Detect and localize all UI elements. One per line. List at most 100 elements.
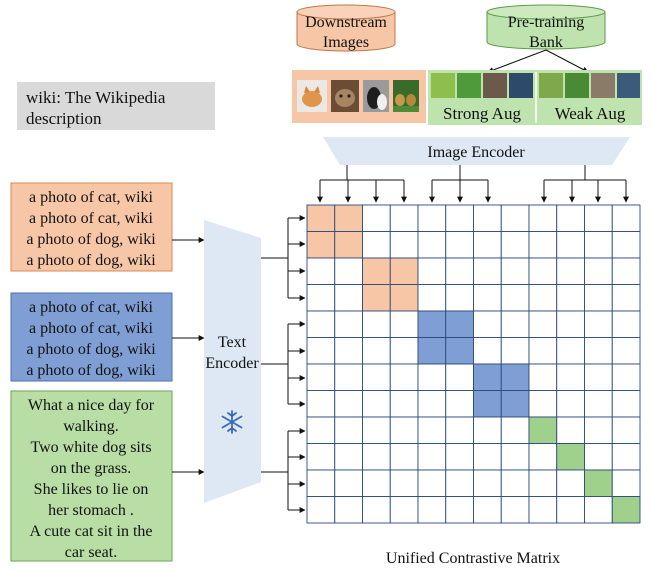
matrix-cell [556, 416, 585, 444]
matrix-cell [445, 390, 474, 418]
matrix-cell [528, 443, 558, 471]
image-encoder-output-arrows [317, 165, 629, 203]
matrix-cell-positive [584, 469, 613, 497]
matrix-cell [417, 416, 447, 444]
text-input-arrows [172, 237, 205, 475]
matrix-cell [445, 204, 474, 232]
matrix-cell [306, 257, 336, 285]
matrix-cell [334, 390, 363, 418]
downstream-images-database: Downstream Images [296, 4, 396, 52]
matrix-cell [417, 469, 447, 497]
green-caption-line: A cute cat sit in the [29, 523, 152, 540]
matrix-cell [584, 310, 613, 338]
matrix-cell [584, 284, 613, 312]
downstream-title-line2: Images [323, 34, 369, 51]
snowflake-icon [221, 410, 243, 434]
matrix-caption: Unified Contrastive Matrix [386, 550, 560, 567]
pretraining-title-line2: Bank [529, 34, 563, 51]
matrix-cell [528, 469, 558, 497]
matrix-cell [417, 443, 447, 471]
matrix-cell-positive [445, 310, 474, 338]
matrix-cell [473, 496, 502, 524]
matrix-cell [445, 443, 474, 471]
matrix-cell [500, 469, 530, 497]
matrix-cell [417, 284, 447, 312]
matrix-cell [334, 443, 363, 471]
green-caption-line: car seat. [65, 544, 117, 561]
matrix-cell [389, 204, 419, 232]
matrix-cell-positive [306, 204, 336, 232]
matrix-cell [417, 231, 447, 259]
blue-caption-line: a photo of cat, wiki [29, 299, 154, 316]
matrix-cell-positive [334, 204, 363, 232]
matrix-cell [417, 390, 447, 418]
matrix-cell [389, 231, 419, 259]
matrix-cell [611, 363, 641, 391]
matrix-cell [306, 337, 336, 365]
matrix-cell [417, 204, 447, 232]
blue-caption-line: a photo of dog, wiki [26, 341, 156, 358]
augmentation-panel: Strong Aug Weak Aug [428, 70, 642, 125]
matrix-cell [362, 469, 391, 497]
matrix-cell [528, 284, 558, 312]
weak-aug-thumbnails [539, 73, 640, 98]
matrix-cell [417, 363, 447, 391]
matrix-cell-positive [473, 390, 502, 418]
matrix-cell [528, 390, 558, 418]
matrix-cell-positive [362, 257, 391, 285]
matrix-cell [584, 231, 613, 259]
matrix-cell [556, 284, 585, 312]
strong-aug-label: Strong Aug [443, 104, 521, 123]
matrix-cell [556, 204, 585, 232]
matrix-cell-positive [334, 231, 363, 259]
matrix-cell [611, 390, 641, 418]
matrix-cell [306, 310, 336, 338]
matrix-cell [611, 284, 641, 312]
matrix-cell [306, 416, 336, 444]
matrix-cell [528, 257, 558, 285]
downstream-image-panel [292, 70, 426, 123]
matrix-cell [611, 310, 641, 338]
matrix-cell [362, 231, 391, 259]
green-caption-line: on the grass. [51, 460, 131, 477]
matrix-cell [584, 390, 613, 418]
green-caption-line: walking. [63, 418, 119, 435]
matrix-cell [528, 310, 558, 338]
matrix-cell [306, 469, 336, 497]
matrix-cell [362, 416, 391, 444]
matrix-cell [445, 496, 474, 524]
matrix-cell [389, 363, 419, 391]
matrix-cell [362, 363, 391, 391]
tabby-cat-photo [331, 80, 359, 112]
matrix-cell [417, 496, 447, 524]
matrix-cell [611, 231, 641, 259]
matrix-cell-positive [389, 257, 419, 285]
matrix-cell [473, 257, 502, 285]
matrix-cell [445, 416, 474, 444]
matrix-cell [556, 390, 585, 418]
matrix-cell [445, 231, 474, 259]
matrix-cell [362, 337, 391, 365]
matrix-cell [584, 496, 613, 524]
matrix-cell [584, 337, 613, 365]
image-encoder: Image Encoder [323, 137, 630, 165]
weak-aug-label: Weak Aug [555, 104, 626, 123]
matrix-cell [556, 257, 585, 285]
matrix-cell [584, 416, 613, 444]
matrix-cell-positive [611, 496, 641, 524]
matrix-cell [334, 310, 363, 338]
matrix-cell [473, 469, 502, 497]
matrix-cell [445, 284, 474, 312]
matrix-cell [362, 204, 391, 232]
matrix-cell [473, 284, 502, 312]
matrix-cell [500, 496, 530, 524]
matrix-cell-positive [389, 284, 419, 312]
matrix-cell [306, 284, 336, 312]
matrix-cell [500, 284, 530, 312]
green-caption-line: her stomach . [48, 502, 134, 519]
matrix-cell-positive [500, 390, 530, 418]
contrastive-matrix [306, 204, 641, 524]
matrix-cell [584, 204, 613, 232]
matrix-cell [556, 469, 585, 497]
text-encoder-label-line2: Encoder [205, 355, 259, 372]
